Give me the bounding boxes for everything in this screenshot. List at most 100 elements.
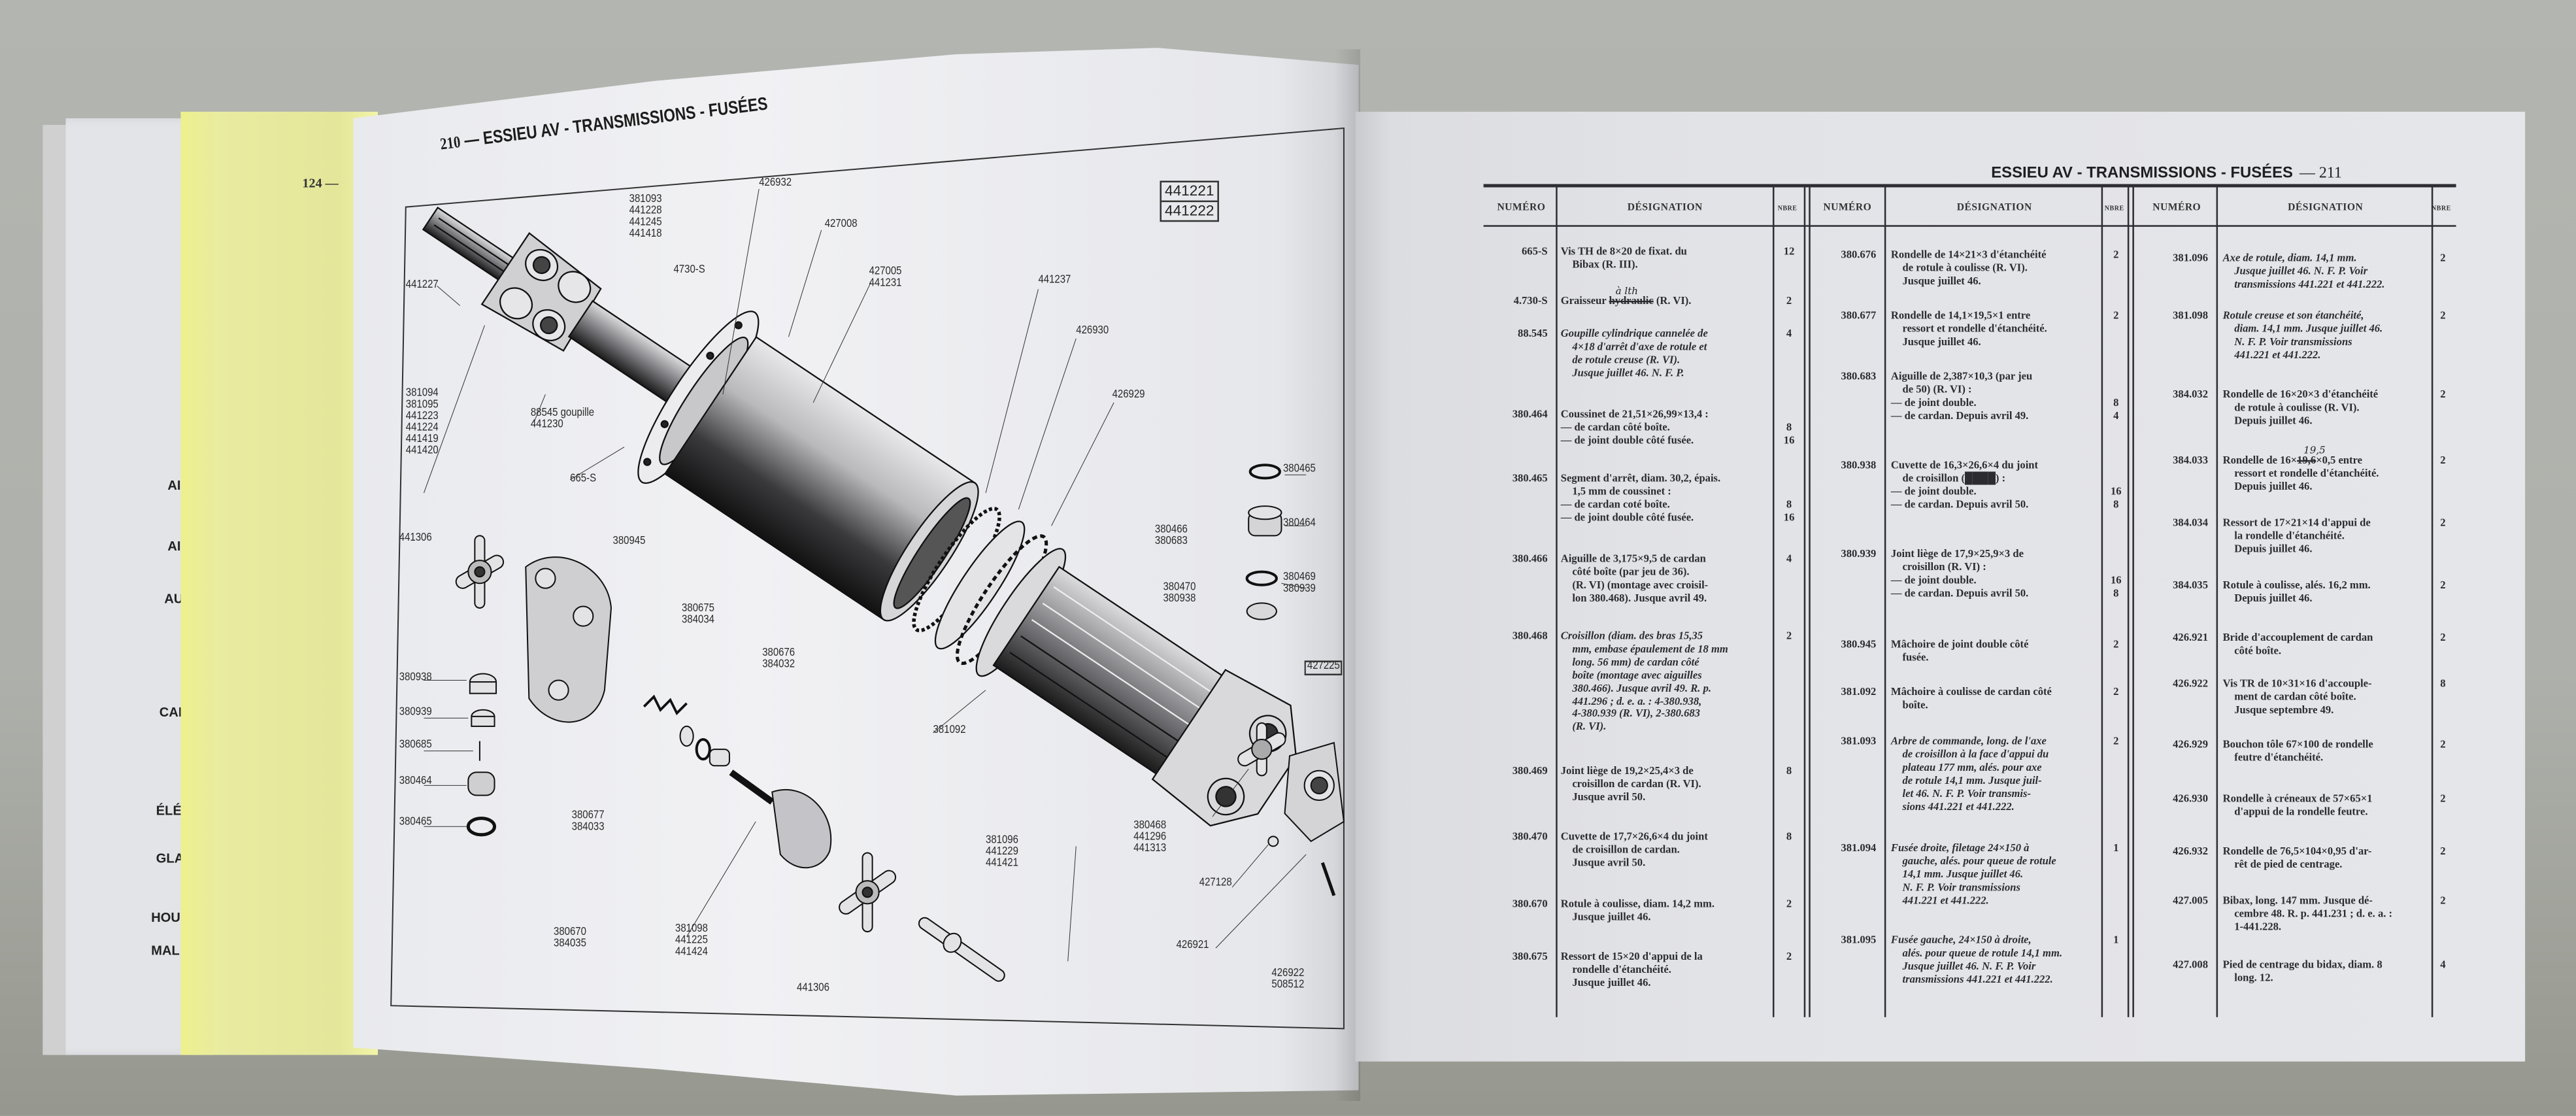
designation-line: Goupille cylindrique cannelée de [1560, 328, 1708, 341]
designation-line: — de cardan. Depuis avril 50. [1890, 499, 2029, 511]
designation-line: diam. 14,1 mm. Jusque juillet 46. [2234, 323, 2383, 335]
yoke [480, 231, 602, 352]
designation-line: boîte (montage avec aiguilles [1572, 669, 1702, 682]
designation-line: d'appui de la rondelle feutre. [2234, 806, 2368, 819]
spring-and-washers [643, 694, 730, 767]
part-number: 381.096 [2173, 253, 2209, 265]
part-number-label: 441306 [399, 532, 432, 544]
designation-line: Vis TH de 8×20 de fixat. du [1560, 246, 1687, 258]
right-page-header: ESSIEU AV - TRANSMISSIONS - FUSÉES— 211 [1991, 164, 2342, 182]
designation-line: rêt de pied de centrage. [2234, 859, 2343, 871]
transmission-number: 441221 [1165, 182, 1214, 199]
right-page-title: ESSIEU AV - TRANSMISSIONS - FUSÉES [1991, 164, 2293, 182]
designation-line: ment de cardan côté boîte. [2234, 691, 2356, 703]
table-rule [2216, 187, 2218, 1017]
header-designation: DÉSIGNATION [1627, 201, 1703, 213]
designation-line: — de joint double. [1890, 486, 1977, 498]
quantity: 2 [2113, 686, 2119, 699]
part-number-label: 381092 [933, 724, 966, 737]
designation-line: N. F. P. Voir transmissions [1902, 881, 2020, 894]
designation-line: N. F. P. Voir transmissions [2234, 336, 2352, 348]
designation-line: de 50) (R. VI) : [1902, 384, 1972, 396]
part-number-label: 426922 508512 [1271, 968, 1305, 991]
part-designation: Rotule à coulisse, diam. 14,2 mm.Jusque … [1561, 899, 1769, 925]
part-number: 380.465 [1512, 473, 1548, 485]
quantity: 8 [1786, 766, 1792, 777]
designation-line: 441.296 ; d. e. a. : 4-380.938, [1572, 696, 1702, 708]
part-number-label: 380939 [399, 706, 432, 719]
quantity: 2 [2440, 389, 2446, 401]
designation-line: Bride d'accouplement de cardan [2222, 632, 2373, 645]
right-rings [1245, 464, 1282, 620]
part-number: 380.470 [1512, 831, 1548, 843]
designation-line: transmissions 441.221 et 441.222. [1902, 973, 2053, 986]
part-number-label: 427008 [824, 218, 858, 230]
quantity: 16 [1783, 512, 1795, 524]
header-numero: NUMÉRO [1497, 201, 1546, 213]
designation-line: mm, embase épaulement de 18 mm [1572, 644, 1728, 656]
designation-line: côté boîte (par jeu de 36). [1572, 566, 1690, 579]
designation-line: Depuis juillet 46. [2234, 415, 2313, 428]
index-entry-label: CAI [159, 705, 182, 720]
part-number-label: 380465 [1282, 463, 1316, 475]
part-number-label: 427005 441231 [869, 266, 902, 290]
designation-line: feutre d'étanchéité. [2234, 752, 2324, 764]
designation-line: Joint liège de 17,9×25,9×3 de [1890, 549, 2024, 561]
designation-line: Croisillon (diam. des bras 15,35 [1560, 631, 1703, 643]
quantity: 4 [1786, 328, 1792, 341]
quantity: 12 [1783, 246, 1795, 258]
designation-line: Jusque juillet 46. [1572, 977, 1651, 989]
designation-line: Ressort de 17×21×14 d'appui de [2222, 517, 2371, 530]
designation-line: — de cardan coté boîte. [1560, 499, 1670, 511]
designation-line: — de joint double. [1890, 397, 1977, 409]
table-rule [2431, 187, 2433, 1017]
header-designation: DÉSIGNATION [2288, 201, 2364, 213]
designation-line: de rotule à coulisse (R. VI). [1902, 262, 2028, 275]
part-number: 380.683 [1841, 371, 1877, 383]
part-number-label: 380938 [399, 671, 432, 684]
part-number: 426.932 [2173, 846, 2209, 858]
designation-line: côté boîte. [2234, 645, 2282, 658]
header-quantity: NBRE [2104, 203, 2124, 211]
designation-line: fusée. [1902, 652, 1929, 664]
part-number-label: 426930 [1076, 325, 1109, 337]
seal-rings [912, 507, 1067, 677]
part-number: 384.035 [2173, 580, 2209, 592]
part-number: 427.005 [2173, 895, 2209, 907]
table-rule [1483, 225, 2456, 227]
designation-line: Fusée droite, filetage 24×150 à [1890, 843, 2030, 854]
designation-line: Rondelle de 14,1×19,5×1 entre [1890, 311, 2031, 322]
designation-line: — de cardan. Depuis avril 49. [1890, 410, 2029, 422]
end-cross-spider [1237, 722, 1286, 777]
index-entry-label: MAL [151, 943, 180, 958]
designation-line: Rotule à coulisse, diam. 14,2 mm. [1560, 898, 1715, 911]
part-designation: Bibax, long. 147 mm. Jusque dé-cembre 48… [2223, 896, 2428, 935]
quantity: 2 [2440, 517, 2446, 530]
yellow-page-number: 124 — [302, 175, 339, 191]
designation-line: 4-380.939 (R. VI), 2-380.683 [1572, 709, 1700, 720]
part-number-label: 381096 441229 441421 [986, 834, 1018, 870]
designation-line: Jusque juillet 46. [1902, 275, 1981, 288]
designation-line: Depuis juillet 46. [2234, 481, 2313, 493]
designation-line: 4×18 d'arrêt d'axe de rotule et [1572, 341, 1707, 354]
quantity: 2 [2113, 250, 2119, 262]
designation-line: Jusque avril 50. [1572, 857, 1646, 870]
designation-line: Rondelle de 16×20×3 d'étanchéité [2222, 389, 2379, 401]
quantity: 8 [2113, 588, 2119, 600]
designation-line: rondelle d'étanchéité. [1572, 964, 1671, 976]
quantity: 4 [1786, 554, 1792, 566]
part-number-label: 441306 [796, 983, 829, 994]
designation-line: alés. pour queue de rotule 14,1 mm. [1902, 947, 2062, 960]
rotule-axle-pin [918, 917, 1005, 982]
